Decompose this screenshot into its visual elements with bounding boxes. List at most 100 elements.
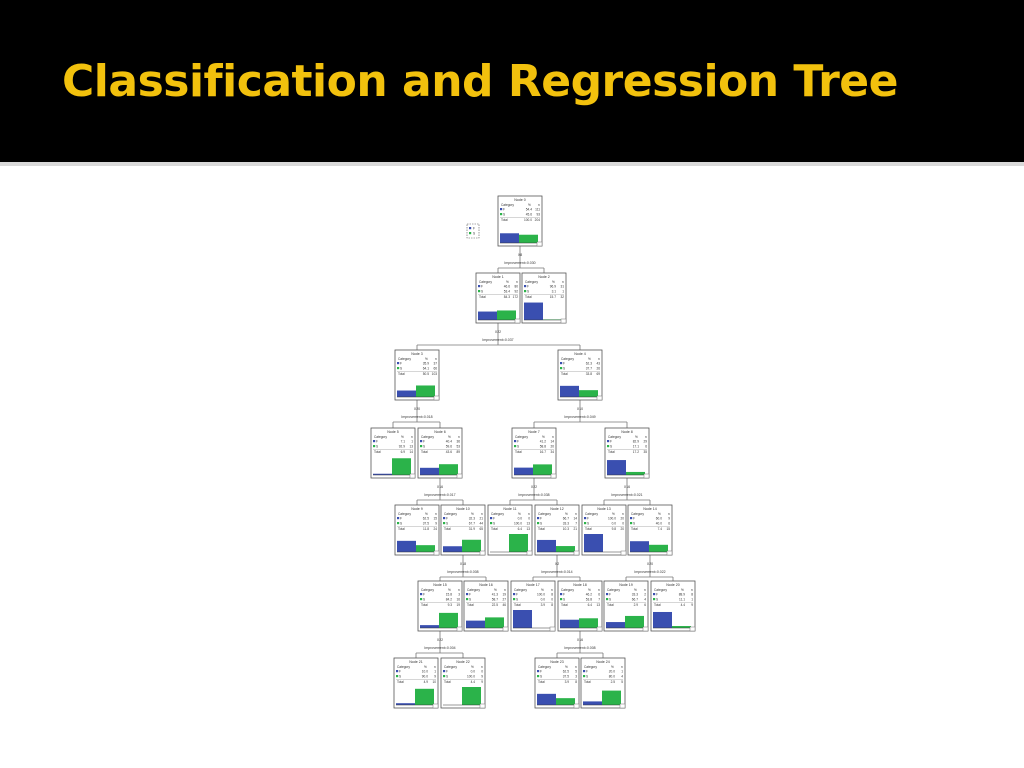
node-total-pct: 6.4 — [588, 603, 593, 607]
class-s-label: S — [376, 445, 378, 449]
node-total-label: Total — [538, 527, 545, 531]
node-header-pct: % — [471, 665, 474, 669]
class-s-n: 0 — [622, 522, 624, 526]
node-total-label: Total — [654, 603, 661, 607]
class-s-swatch — [537, 675, 540, 678]
class-f-swatch — [396, 670, 399, 673]
class-f-pct: 66.7 — [563, 517, 569, 521]
split-improvement: Improvement=0.018 — [401, 415, 432, 419]
class-f-swatch — [583, 670, 586, 673]
class-s-n: 44 — [479, 522, 483, 526]
bar-class-s — [579, 390, 598, 397]
node-header-category: Category — [584, 665, 597, 669]
split-variable: X16 — [437, 485, 443, 489]
node-title: Node 19 — [619, 583, 633, 587]
class-f-swatch — [420, 440, 423, 443]
node-total-label: Total — [374, 450, 381, 454]
decision-tree-diagram: X8Improvement=0.030AASSX22Improvement=0.… — [370, 195, 696, 709]
class-s-pct: 33.3 — [563, 522, 569, 526]
node-title: Node 17 — [526, 583, 540, 587]
bar-class-s — [556, 546, 575, 552]
class-f-pct: 100.0 — [608, 517, 616, 521]
node-expand-box — [573, 550, 580, 556]
node-total-pct: 2.5 — [611, 680, 616, 684]
node-total-n: 21 — [573, 527, 577, 531]
class-f-swatch — [397, 362, 400, 365]
node-header-pct: % — [635, 435, 638, 439]
split-improvement: Improvement=0.017 — [424, 493, 455, 497]
node-header-n: n — [538, 203, 540, 207]
class-s-n: 4 — [644, 598, 646, 602]
node-total-pct: 4.4 — [681, 603, 686, 607]
node-total-label: Total — [421, 603, 428, 607]
class-f-label: F — [399, 670, 401, 674]
slide-title: Classification and Regression Tree — [62, 56, 899, 107]
class-f-label: F — [376, 440, 378, 444]
node-header-pct: % — [611, 665, 614, 669]
node-expand-box — [433, 395, 440, 401]
class-f-label: F — [446, 670, 448, 674]
bar-class-f — [500, 233, 519, 243]
node-header-category: Category — [398, 512, 411, 516]
bar-class-f — [420, 625, 439, 628]
bar-class-f — [537, 539, 556, 552]
class-s-swatch — [513, 598, 516, 601]
class-f-pct: 62.5 — [423, 517, 429, 521]
class-s-label: S — [503, 213, 505, 217]
class-s-label: S — [656, 598, 658, 602]
class-s-pct: 58.8 — [540, 445, 546, 449]
bar-class-s — [649, 544, 668, 552]
class-f-pct: 54.4 — [526, 208, 532, 212]
node-total-pct: 3.9 — [565, 680, 570, 684]
node-header-category: Category — [501, 203, 514, 207]
class-f-pct: 15.8 — [446, 593, 452, 597]
node-expand-box — [409, 473, 416, 479]
node-title: Node 3 — [411, 352, 423, 356]
node-header-pct: % — [541, 588, 544, 592]
node-title: Node 21 — [409, 660, 423, 664]
split-variable: X2 — [555, 562, 559, 566]
split-improvement: Improvement=0.022 — [634, 570, 665, 574]
class-s-pct: 58.7 — [492, 598, 498, 602]
node-expand-box — [432, 703, 439, 709]
class-s-swatch — [478, 290, 481, 293]
class-f-pct: 20.0 — [609, 670, 615, 674]
node-header-pct: % — [612, 512, 615, 516]
bar-class-s — [415, 688, 434, 705]
node-header-n: n — [458, 435, 460, 439]
class-s-pct: 80.0 — [609, 675, 615, 679]
node-title: Node 14 — [643, 507, 657, 511]
class-s-swatch — [397, 522, 400, 525]
bar-class-s — [602, 690, 621, 705]
split-improvement: Improvement=0.008 — [564, 646, 595, 650]
node-expand-box — [479, 550, 486, 556]
title-separator — [0, 162, 1024, 166]
class-s-swatch — [443, 522, 446, 525]
node-total-n: 35 — [643, 450, 647, 454]
node-header-n: n — [691, 588, 693, 592]
class-s-swatch — [560, 367, 563, 370]
class-f-n: 31 — [560, 285, 564, 289]
class-f-pct: 100.0 — [537, 593, 545, 597]
split-improvement: Improvement=0.037 — [482, 338, 513, 342]
node-header-category: Category — [467, 588, 480, 592]
node-total-pct: 9.3 — [448, 603, 453, 607]
node-header-category: Category — [654, 588, 667, 592]
node-header-pct: % — [565, 665, 568, 669]
node-header-category: Category — [538, 512, 551, 516]
class-f-n: 29 — [643, 440, 647, 444]
class-f-swatch — [513, 593, 516, 596]
class-f-swatch — [537, 670, 540, 673]
class-f-swatch — [420, 593, 423, 596]
class-f-n: 6 — [598, 593, 600, 597]
split-variable: X18 — [460, 562, 466, 566]
node-header-category: Category — [608, 435, 621, 439]
class-f-n: 1 — [411, 440, 413, 444]
class-s-n: 53 — [456, 445, 460, 449]
